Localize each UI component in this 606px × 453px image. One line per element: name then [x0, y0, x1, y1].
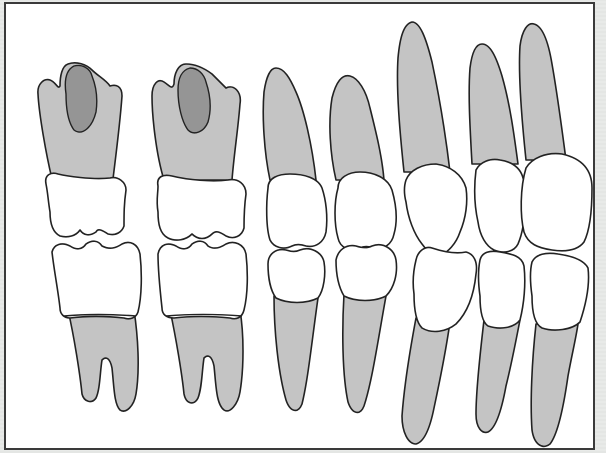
upper-second-molar-crown	[46, 173, 126, 236]
lower-central-incisor-crown	[531, 253, 589, 330]
lower-second-molar	[52, 241, 141, 411]
upper-lateral-incisor	[469, 44, 525, 252]
lower-central-incisor	[531, 253, 589, 446]
upper-canine	[397, 22, 466, 256]
upper-second-molar	[38, 63, 126, 237]
lower-first-premolar	[336, 245, 397, 413]
upper-first-molar-crown	[157, 175, 246, 240]
lower-first-molar-roots	[170, 310, 243, 411]
lower-canine	[402, 248, 477, 445]
upper-central-incisor-root	[519, 24, 566, 160]
upper-first-premolar-root	[330, 76, 384, 180]
upper-second-molar-pulp	[65, 65, 97, 132]
lower-second-molar-roots	[68, 310, 138, 411]
lower-first-molar	[158, 241, 247, 411]
lower-second-premolar	[268, 249, 325, 411]
lower-first-molar-crown	[158, 241, 247, 319]
lower-canine-root	[402, 318, 450, 444]
lower-lateral-incisor	[476, 251, 525, 432]
lower-central-incisor-root	[531, 324, 578, 446]
upper-second-premolar-root	[263, 68, 316, 180]
figure-frame	[4, 2, 595, 450]
lower-first-premolar-root	[343, 294, 386, 412]
upper-lateral-incisor-root	[469, 44, 518, 164]
dental-occlusion-diagram	[6, 4, 597, 452]
upper-canine-crown	[405, 164, 467, 256]
upper-central-incisor-crown	[521, 154, 592, 251]
lower-second-premolar-root	[274, 296, 318, 410]
lower-canine-crown	[413, 248, 476, 332]
upper-first-molar	[152, 64, 246, 240]
lower-second-premolar-crown	[268, 249, 325, 303]
lower-second-molar-crown	[52, 241, 141, 319]
upper-second-premolar-crown	[267, 174, 327, 248]
upper-canine-root	[397, 22, 450, 172]
upper-central-incisor	[519, 24, 592, 251]
upper-second-premolar	[263, 68, 327, 248]
lower-lateral-incisor-root	[476, 320, 520, 432]
upper-lateral-incisor-crown	[475, 159, 525, 252]
lower-lateral-incisor-crown	[479, 251, 525, 328]
lower-first-premolar-crown	[336, 245, 397, 301]
upper-first-premolar	[330, 76, 396, 250]
upper-first-premolar-crown	[335, 172, 396, 250]
